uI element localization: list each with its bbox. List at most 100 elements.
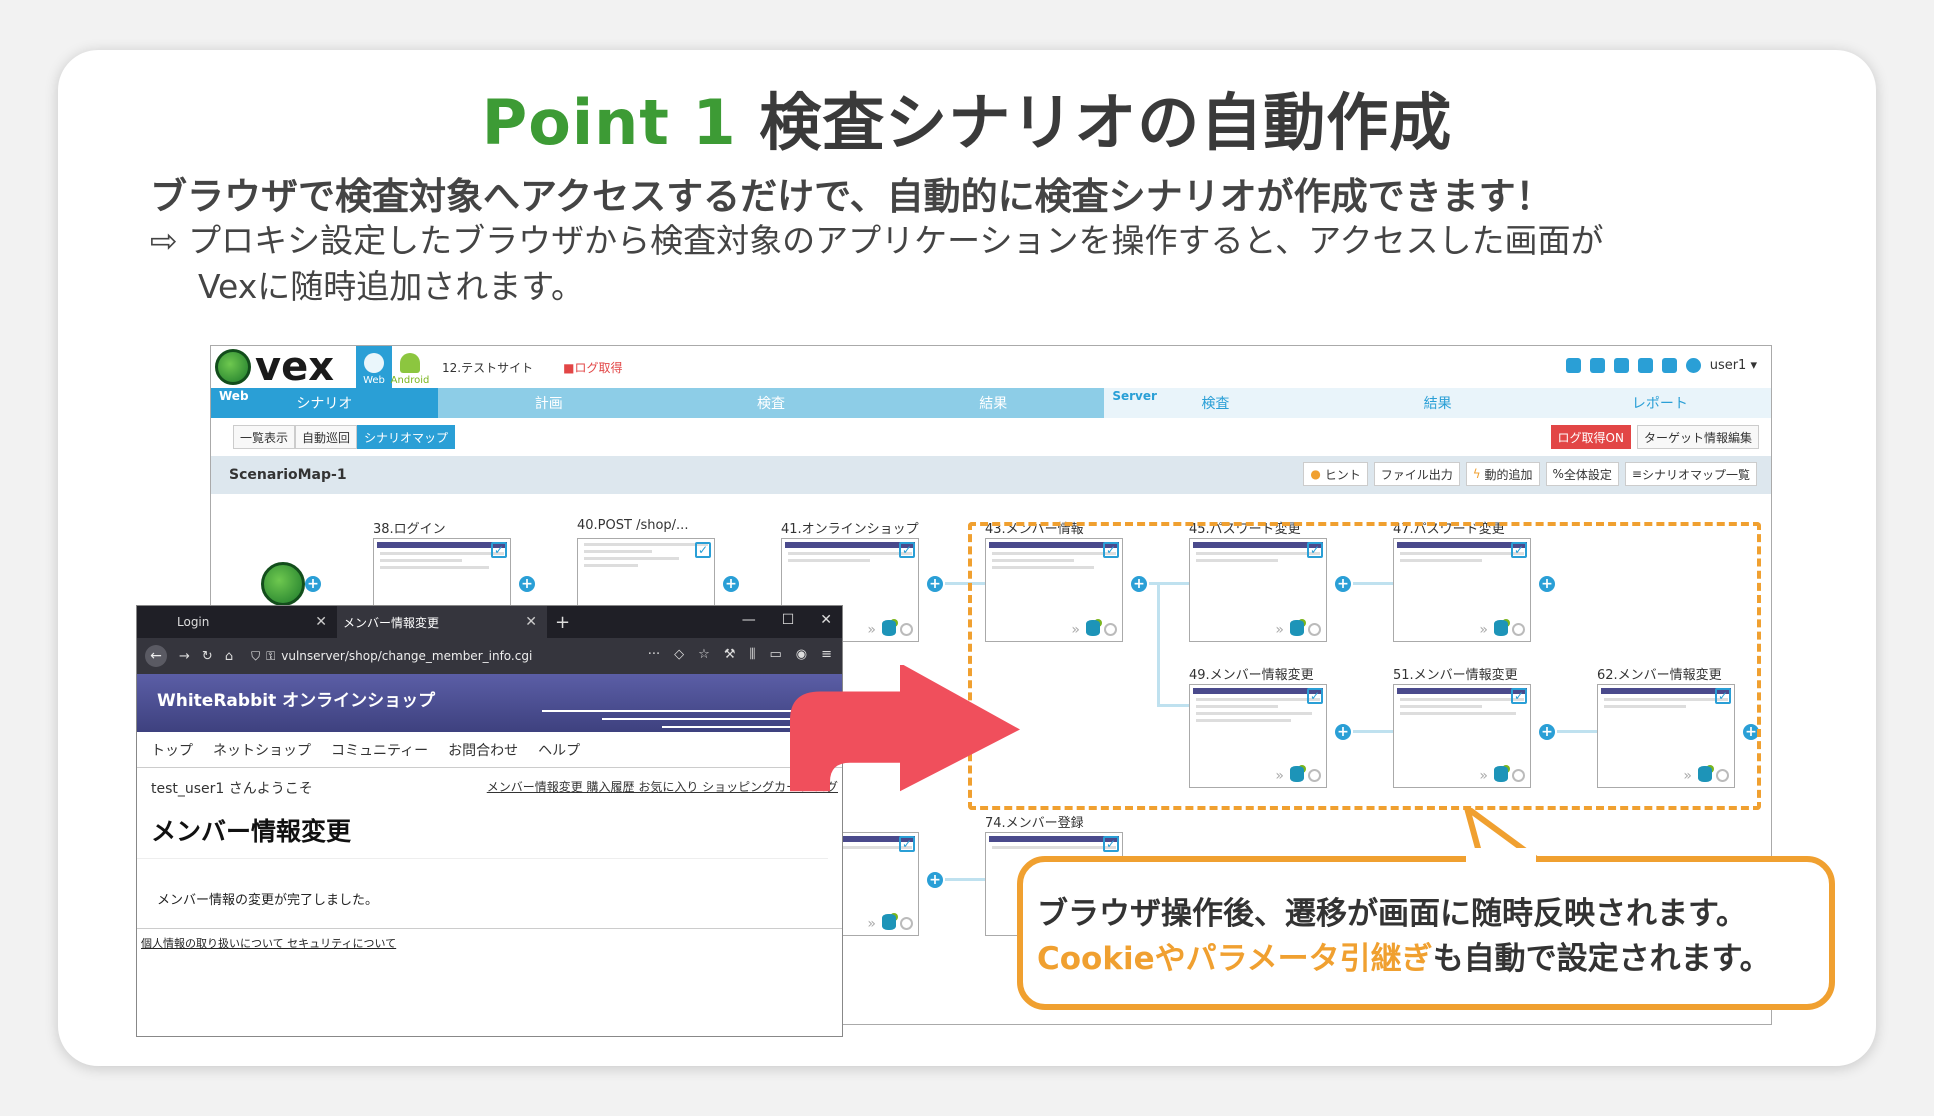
maximize-icon[interactable]: ☐ [781,612,795,628]
check-icon[interactable]: ✓ [1715,688,1731,704]
step-server-result[interactable]: 結果 [1326,388,1549,418]
help-icon[interactable] [1685,358,1701,373]
add-node-icon[interactable]: + [1335,724,1351,740]
web-tile[interactable]: Web [356,346,392,388]
auto-crawl-button[interactable]: 自動巡回 [295,425,358,449]
home-icon[interactable] [1565,358,1581,373]
refresh-icon[interactable] [1104,623,1117,636]
android-tile-label: Android [390,375,430,386]
check-icon[interactable]: ✓ [491,542,507,558]
add-node-icon[interactable]: + [1131,576,1147,592]
minimize-icon[interactable]: — [741,612,756,628]
scenario-node[interactable]: 45.パスワード変更 ✓» [1189,518,1327,642]
close-icon[interactable]: ✕ [315,614,327,630]
refresh-icon[interactable] [1308,623,1321,636]
list-view-button[interactable]: 一覧表示 [233,425,296,449]
shop-title: WhiteRabbit オンラインショップ [157,691,436,711]
step-report[interactable]: レポート [1548,388,1771,418]
refresh-icon[interactable] [1512,623,1525,636]
global-settings-label: 全体設定 [1563,467,1612,482]
start-node-icon[interactable] [261,562,305,606]
refresh-icon[interactable] [1716,769,1729,782]
scenario-node[interactable]: 49.メンバー情報変更 ✓» [1189,664,1327,788]
scenario-node[interactable]: 43.メンバー情報 ✓» [985,518,1123,642]
step-inspect[interactable]: 検査 [660,388,882,418]
book-icon[interactable] [1661,358,1677,373]
check-icon[interactable]: ✓ [1307,542,1323,558]
global-settings-button[interactable]: %全体設定 [1545,462,1619,486]
database-icon [1494,766,1508,782]
check-icon[interactable]: ✓ [695,542,711,558]
shop-account-links[interactable]: メンバー情報変更 購入履歴 お気に入り ショッピングカート ログ [486,780,838,794]
close-icon[interactable]: ✕ [525,614,537,630]
new-tab-icon[interactable]: + [555,611,571,633]
check-icon[interactable]: ✓ [1511,688,1527,704]
add-node-icon[interactable]: + [1539,724,1555,740]
add-node-icon[interactable]: + [305,576,321,592]
scenario-node[interactable]: 62.メンバー情報変更 ✓» [1597,664,1735,788]
sidebar-icon[interactable]: ▭ [769,647,782,662]
log-status-label: ログ取得 [574,360,623,375]
android-tile[interactable]: Android [390,346,430,388]
account-icon[interactable]: ◉ [795,647,808,662]
check-icon[interactable]: ✓ [1103,836,1119,852]
scenario-node[interactable]: 51.メンバー情報変更 ✓» [1393,664,1531,788]
add-node-icon[interactable]: + [1743,724,1759,740]
dynamic-add-button[interactable]: ϟ 動的追加 [1465,462,1540,486]
wrench-icon[interactable]: ⚒ [723,647,736,662]
callout-tail-cover [1466,848,1536,864]
add-node-icon[interactable]: + [927,872,943,888]
shop-nav-top[interactable]: トップ [151,742,193,759]
add-node-icon[interactable]: + [1539,576,1555,592]
check-icon[interactable]: ✓ [1511,542,1527,558]
pocket-icon[interactable]: ◇ [674,647,685,662]
menu-icon[interactable]: ≡ [821,647,832,662]
vex-header: vex Web Android 12.テストサイト ■ログ取得 user1 ▾ [211,346,1771,388]
shop-nav-help[interactable]: ヘルプ [538,742,581,759]
shop-nav-contact[interactable]: お問合わせ [448,742,519,759]
step-plan[interactable]: 計画 [438,388,660,418]
check-icon[interactable]: ✓ [899,836,915,852]
vex-logo[interactable]: vex [211,346,356,388]
scenario-map-button[interactable]: シナリオマップ [357,425,456,449]
library-icon[interactable]: ⫼ [749,647,756,662]
reload-icon[interactable]: ↻ [201,648,213,664]
home-icon[interactable]: ⌂ [224,648,234,664]
shop-nav-community[interactable]: コミュニティー [331,742,429,759]
add-node-icon[interactable]: + [723,576,739,592]
wrench-icon[interactable] [1637,358,1653,373]
tab-member-info[interactable]: メンバー情報変更✕ [337,606,547,638]
shop-footer-links[interactable]: 個人情報の取り扱いについて セキュリティについて [141,937,397,950]
hint-button[interactable]: ● ヒント [1303,462,1368,486]
target-edit-button[interactable]: ターゲット情報編集 [1636,425,1759,449]
map-list-button[interactable]: ≡シナリオマップ一覧 [1624,462,1757,486]
file-export-button[interactable]: ファイル出力 [1373,462,1460,486]
window-close-icon[interactable]: ✕ [820,612,832,628]
check-icon[interactable]: ✓ [1103,542,1119,558]
star-icon[interactable]: ☆ [698,647,710,662]
more-icon[interactable]: ··· [647,647,661,662]
url-bar[interactable]: ⛉ ⚿ vulnserver/shop/change_member_info.c… [245,645,555,667]
add-node-icon[interactable]: + [1335,576,1351,592]
shop-nav-netshop[interactable]: ネットショップ [213,742,311,759]
back-icon[interactable]: ← [145,645,167,667]
step-result[interactable]: 結果 [882,388,1104,418]
user-menu[interactable]: user1 ▾ [1709,358,1757,373]
log-on-button[interactable]: ログ取得ON [1550,425,1631,449]
add-node-icon[interactable]: + [927,576,943,592]
scenario-node[interactable]: 47.パスワード変更 ✓» [1393,518,1531,642]
refresh-icon[interactable] [900,917,913,930]
check-icon[interactable]: ✓ [899,542,915,558]
dashboard-icon[interactable] [1589,358,1605,373]
check-icon[interactable]: ✓ [1307,688,1323,704]
completion-message: メンバー情報の変更が完了しました。 [137,859,842,929]
refresh-icon[interactable] [1512,769,1525,782]
add-node-icon[interactable]: + [519,576,535,592]
forward-icon[interactable]: → [179,648,190,664]
refresh-icon[interactable] [1308,769,1321,782]
refresh-icon[interactable] [900,623,913,636]
tab-login[interactable]: Login✕ [137,606,337,638]
gear-icon[interactable] [1613,358,1629,373]
